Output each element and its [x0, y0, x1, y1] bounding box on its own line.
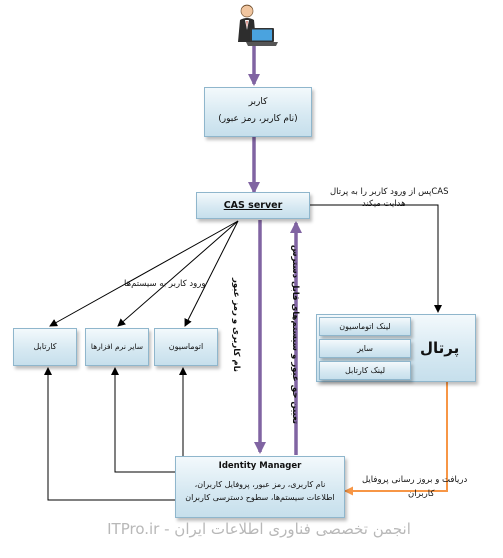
- label-access-levels: تعیین حق عبور و سیستم‌های قابل دسترس: [290, 244, 300, 424]
- user-box-subtitle: (نام کاربر، رمز عبور): [218, 114, 298, 124]
- label-cas-redirect-1: CASپس از ورود کاربر را به پرتال: [330, 187, 449, 197]
- user-box-title: کاربر: [248, 97, 268, 107]
- identity-manager-title: Identity Manager: [218, 461, 302, 471]
- label-profile-1: دریافت و بروز رسانی پروفایل: [362, 475, 468, 485]
- label-login-to-systems: ورود کاربر به سیستم‌ها: [124, 279, 206, 289]
- arrow-cas-to-software: [117, 220, 239, 327]
- portal-link-kartabl[interactable]: لینک کارتابل: [319, 361, 411, 380]
- identity-manager-box: Identity Manager نام کاربری، رمز عبور، پ…: [175, 456, 345, 518]
- label-cas-redirect-2: هدایت میکند: [362, 199, 406, 209]
- watermark: انجمن تخصصی فناوری اطلاعات ایران - ITPro…: [107, 520, 411, 538]
- portal-link-other-label: سایر: [357, 344, 373, 353]
- identity-manager-line1: نام کاربری، رمز عبور، پروفایل کاربران،: [194, 480, 326, 489]
- label-username-password: نام کاربری و رمز عبور: [231, 278, 241, 372]
- arrow-portal-to-identity: [344, 374, 452, 496]
- system-automation-label: اتوماسیون: [168, 342, 204, 351]
- arrow-cas-to-portal: [310, 204, 442, 313]
- portal-title: پرتال: [420, 339, 460, 357]
- arrow-cas-to-kartabl: [49, 220, 239, 327]
- arrow-identity-to-software: [111, 367, 175, 473]
- identity-manager-line2: اطلاعات سیستم‌ها، سطوح دسترسی کاربران: [185, 493, 335, 502]
- user-laptop-icon: [238, 4, 278, 46]
- system-kartabl-label: کارتابل: [33, 342, 57, 351]
- portal-link-automation-label: لینک اتوماسیون: [339, 322, 391, 331]
- system-software-box: سایر نرم افزارها: [85, 328, 149, 366]
- arrow-cas-to-automation: [184, 220, 239, 327]
- label-profile-2: کاربران: [408, 489, 435, 499]
- user-box: کاربر (نام کاربر، رمز عبور): [204, 87, 312, 137]
- system-kartabl-box: کارتابل: [13, 328, 77, 366]
- portal-link-other[interactable]: سایر: [319, 339, 411, 358]
- portal-link-kartabl-label: لینک کارتابل: [344, 366, 386, 375]
- portal-link-automation[interactable]: لینک اتوماسیون: [319, 317, 411, 336]
- cas-server-label: CAS server: [223, 200, 283, 211]
- system-automation-box: اتوماسیون: [154, 328, 218, 366]
- system-software-label: سایر نرم افزارها: [90, 342, 144, 351]
- arrow-identity-to-kartabl: [44, 367, 175, 501]
- cas-server-box: CAS server: [196, 192, 310, 219]
